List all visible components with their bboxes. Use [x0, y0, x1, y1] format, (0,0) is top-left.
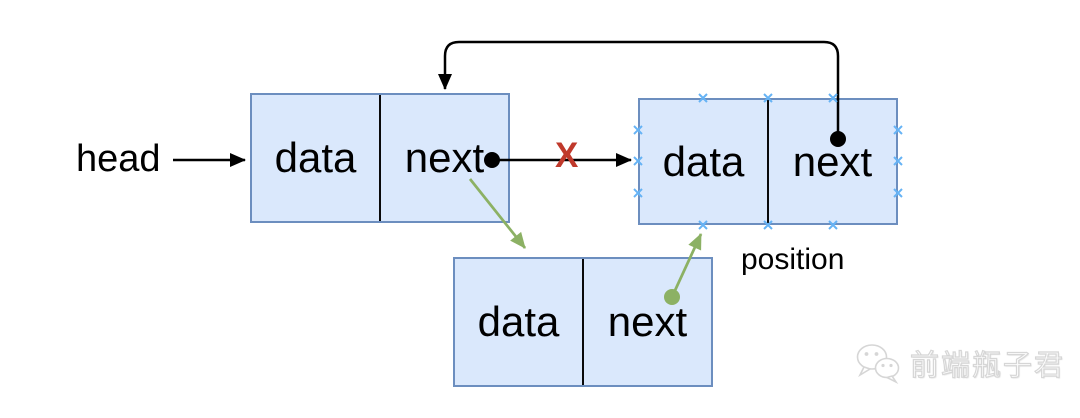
node1-data-cell: data — [252, 95, 379, 221]
list-node-3[interactable]: data next — [453, 257, 713, 387]
position-label: position — [741, 243, 845, 276]
node2-next-label: next — [792, 137, 873, 185]
node1-next-cell: next — [379, 95, 508, 221]
node3-data-cell: data — [455, 259, 582, 385]
node3-next-label: next — [607, 298, 688, 345]
head-label: head — [76, 138, 161, 180]
node2-data-label: data — [662, 137, 745, 185]
list-node-1[interactable]: data next — [250, 93, 510, 223]
node3-data-label: data — [477, 298, 560, 345]
node1-next-label: next — [404, 134, 485, 181]
node3-next-cell: next — [582, 259, 711, 385]
wechat-icon — [856, 344, 900, 384]
node1-data-label: data — [274, 134, 357, 181]
watermark-text: 前端瓶子君 — [909, 349, 1066, 382]
node2-data-cell: data — [640, 100, 767, 223]
watermark: 前端瓶子君 — [854, 342, 1065, 384]
broken-link-marker: X — [555, 136, 579, 175]
node2-next-cell: next — [767, 100, 896, 223]
list-node-2[interactable]: data next — [638, 98, 898, 225]
